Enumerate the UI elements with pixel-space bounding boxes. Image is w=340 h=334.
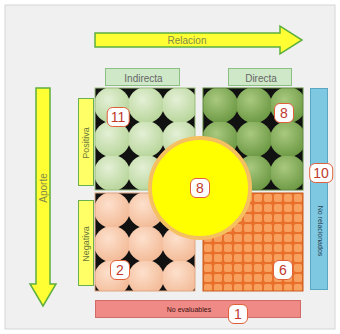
callout-number: 2 xyxy=(110,260,130,280)
arrow-shape xyxy=(30,88,56,306)
axis-arrow: Aporte xyxy=(30,88,56,306)
label-text: No evaluables xyxy=(167,306,211,314)
label-text: No relacionados xyxy=(316,206,324,257)
label-text: Positiva xyxy=(82,127,92,159)
row-header: Positiva xyxy=(78,98,94,186)
callout-number: 8 xyxy=(274,103,294,123)
column-header: Indirecta xyxy=(105,68,180,86)
label-text: Relacion xyxy=(168,35,207,46)
label-text: Directa xyxy=(245,73,277,84)
center-circle: 8 xyxy=(148,136,252,240)
panel xyxy=(5,5,335,329)
callout-number: 1 xyxy=(228,304,248,324)
bottom-band: No evaluables1 xyxy=(95,300,301,318)
arrow-shape xyxy=(95,26,302,54)
callout-number: 8 xyxy=(190,178,210,198)
circle-shape xyxy=(150,138,250,238)
label-text: Negativa xyxy=(82,226,92,262)
label-text: Indirecta xyxy=(124,73,162,84)
column-header: Directa xyxy=(228,68,292,86)
side-band: No relacionados10 xyxy=(310,88,328,290)
callout-number: 11 xyxy=(107,107,130,127)
axis-arrow: Relacion xyxy=(95,26,302,54)
callout-number: 10 xyxy=(309,163,333,183)
row-header: Negativa xyxy=(78,200,94,286)
label-text: Aporte xyxy=(38,173,49,202)
callout-number: 6 xyxy=(273,260,293,280)
